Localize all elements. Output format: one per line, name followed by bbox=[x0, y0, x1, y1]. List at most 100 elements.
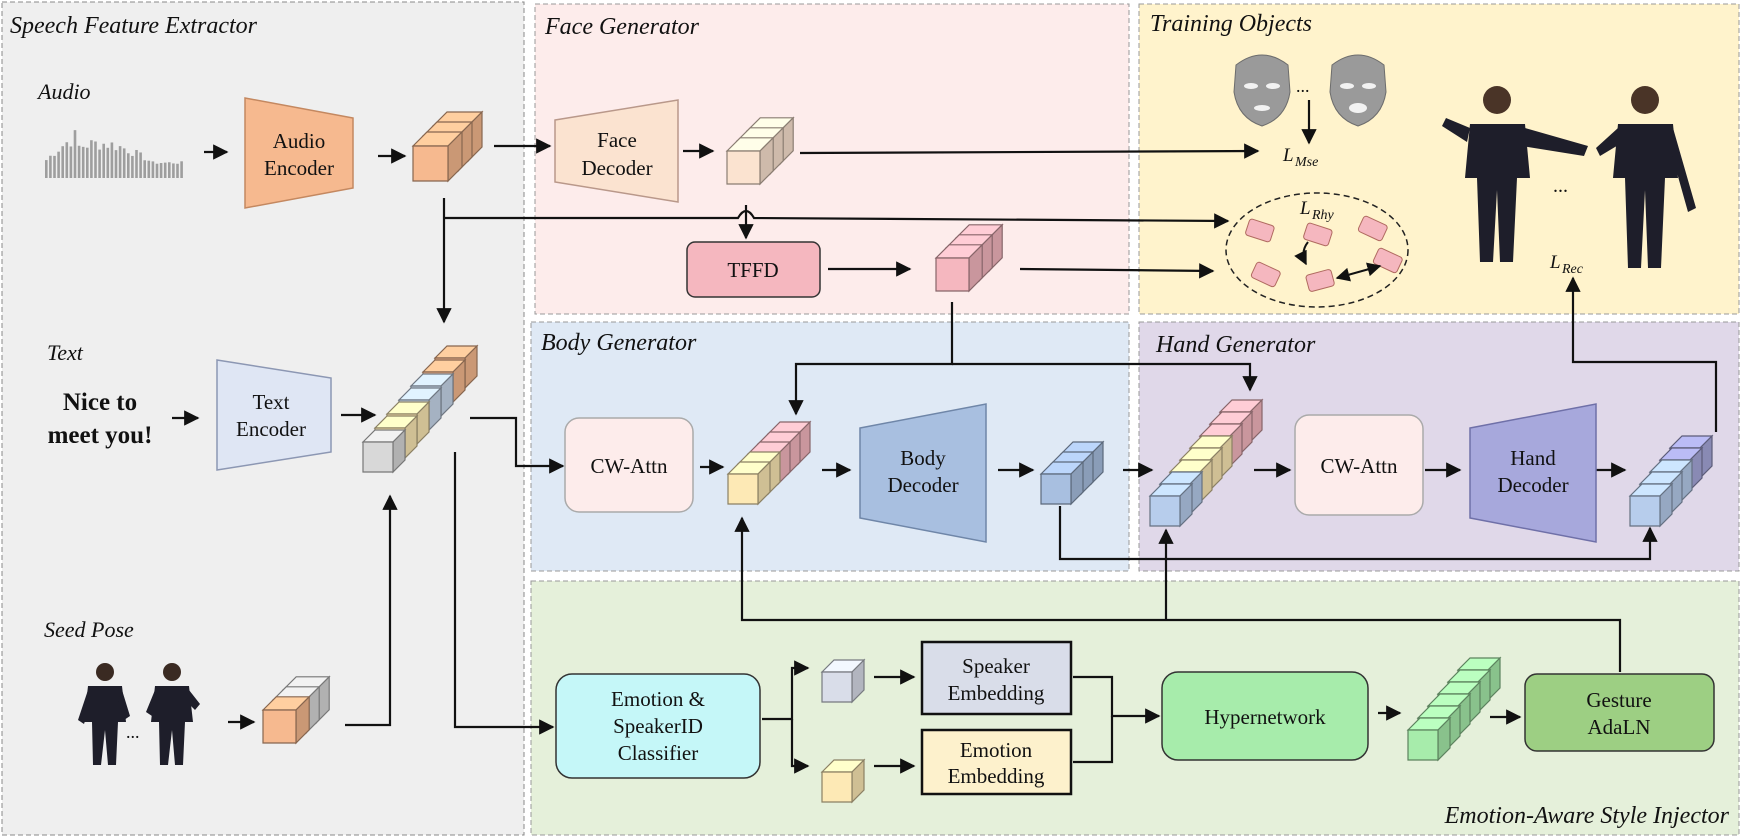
svg-text:Text: Text bbox=[252, 390, 289, 414]
body-output-stack-cube bbox=[1039, 460, 1085, 506]
style-parameter-stack bbox=[1406, 656, 1502, 762]
waveform-bar bbox=[102, 143, 105, 178]
gesture-figure-ellipsis: ... bbox=[1553, 175, 1568, 197]
hand-input-stack bbox=[1148, 398, 1264, 528]
waveform-bar bbox=[45, 160, 48, 178]
region-face-generator: Face Generator bbox=[534, 3, 1130, 315]
waveform-bar bbox=[110, 142, 114, 178]
region-title-style: Emotion-Aware Style Injector bbox=[1444, 803, 1730, 829]
audio-waveform-icon bbox=[45, 130, 183, 178]
speaker-id-cube-cube bbox=[820, 658, 866, 704]
svg-text:Emotion &: Emotion & bbox=[611, 687, 705, 711]
svg-text:SpeakerID: SpeakerID bbox=[613, 714, 703, 738]
svg-text:Hypernetwork: Hypernetwork bbox=[1204, 705, 1326, 729]
hand-output-stack-cube bbox=[1628, 482, 1674, 528]
waveform-bar bbox=[127, 153, 130, 178]
svg-text:Embedding: Embedding bbox=[948, 764, 1045, 788]
waveform-bar bbox=[81, 146, 85, 178]
waveform-bar bbox=[114, 150, 118, 178]
svg-text:L: L bbox=[1549, 252, 1561, 273]
waveform-bar bbox=[53, 155, 56, 178]
face-mesh-ellipsis: ... bbox=[1296, 76, 1310, 96]
svg-text:Encoder: Encoder bbox=[264, 156, 334, 180]
emotion-cube-cube bbox=[820, 758, 866, 804]
waveform-bar bbox=[155, 163, 159, 178]
text-sample-line1: Nice to bbox=[63, 389, 137, 416]
tffd-feature-stack-cube bbox=[934, 243, 984, 293]
tffd-feature-stack bbox=[934, 223, 1004, 293]
rhythm-cluster bbox=[1225, 192, 1409, 308]
region-title-training: Training Objects bbox=[1150, 11, 1312, 37]
body-input-stack bbox=[726, 420, 812, 506]
svg-text:Classifier: Classifier bbox=[618, 741, 698, 765]
audio-label: Audio bbox=[36, 79, 91, 104]
waveform-bar bbox=[73, 130, 77, 178]
waveform-bar bbox=[94, 141, 97, 178]
waveform-bar bbox=[135, 149, 138, 178]
style-parameter-stack-cube bbox=[1406, 716, 1452, 762]
loss-mse-label: L Mse bbox=[1282, 145, 1318, 170]
fused-speech-feature-stack bbox=[361, 344, 479, 474]
seed-pose-figure-icon-1 bbox=[78, 663, 130, 765]
waveform-bar bbox=[131, 155, 134, 178]
tffd-block: TFFD bbox=[686, 241, 821, 298]
feature-cube-stacks bbox=[261, 110, 1714, 804]
text-label: Text bbox=[47, 340, 84, 365]
cw-attn-hand: CW-Attn bbox=[1294, 414, 1424, 516]
svg-text:CW-Attn: CW-Attn bbox=[1321, 454, 1398, 478]
face-mesh-icon-1 bbox=[1233, 54, 1291, 127]
speaker-embedding: Speaker Embedding bbox=[920, 640, 1073, 716]
svg-text:L: L bbox=[1282, 145, 1294, 166]
region-title-body: Body Generator bbox=[541, 330, 697, 356]
seed-pose-ellipsis: ... bbox=[126, 722, 140, 742]
waveform-bar bbox=[69, 146, 73, 178]
waveform-bar bbox=[143, 160, 146, 178]
speaker-id-cube bbox=[820, 658, 866, 704]
emotion-cube bbox=[820, 758, 866, 804]
svg-text:Body: Body bbox=[900, 446, 946, 470]
waveform-bar bbox=[147, 160, 151, 178]
waveform-bar bbox=[172, 163, 175, 178]
waveform-bar bbox=[118, 146, 122, 178]
connector-arrows bbox=[172, 100, 1718, 774]
hand-output-stack bbox=[1628, 434, 1714, 528]
gesture-adaln: Gesture AdaLN bbox=[1524, 673, 1715, 752]
svg-text:Encoder: Encoder bbox=[236, 417, 306, 441]
waveform-bar bbox=[61, 146, 64, 178]
region-title-face: Face Generator bbox=[544, 14, 700, 40]
waveform-bar bbox=[180, 161, 183, 178]
waveform-bar bbox=[139, 152, 142, 178]
text-sample-line2: meet you! bbox=[48, 422, 153, 449]
waveform-bar bbox=[163, 162, 167, 178]
seed-pose-figure-icon-2 bbox=[146, 663, 200, 765]
body-decoder: Body Decoder bbox=[859, 403, 987, 543]
waveform-bar bbox=[168, 162, 171, 178]
svg-text:Speaker: Speaker bbox=[962, 654, 1030, 678]
cw-attn-body: CW-Attn bbox=[564, 417, 694, 513]
seed-pose-label: Seed Pose bbox=[44, 617, 134, 642]
audio-encoder: Audio Encoder bbox=[244, 97, 354, 209]
loss-rec-label: L Rec bbox=[1549, 252, 1584, 277]
svg-text:Audio: Audio bbox=[273, 129, 326, 153]
emotion-embedding: Emotion Embedding bbox=[920, 728, 1073, 796]
svg-text:Embedding: Embedding bbox=[948, 681, 1045, 705]
audio-feature-stack-cube bbox=[411, 130, 464, 183]
text-encoder: Text Encoder bbox=[216, 359, 332, 471]
svg-text:Face: Face bbox=[597, 128, 637, 152]
body-output-stack bbox=[1039, 440, 1105, 506]
emotion-speakerid-classifier: Emotion & SpeakerID Classifier bbox=[555, 673, 761, 779]
gesture-figure-icon-2 bbox=[1596, 86, 1696, 268]
loss-rhy-label: L Rhy bbox=[1299, 198, 1335, 223]
loss-rec-subscript: Rec bbox=[1561, 262, 1584, 277]
loss-mse-subscript: Mse bbox=[1294, 155, 1318, 170]
svg-text:CW-Attn: CW-Attn bbox=[591, 454, 668, 478]
face-mesh-icon-2 bbox=[1329, 54, 1387, 127]
gesture-figure-icon-1 bbox=[1442, 86, 1588, 262]
waveform-bar bbox=[65, 142, 69, 178]
loss-rhy-subscript: Rhy bbox=[1311, 208, 1335, 223]
audio-feature-stack bbox=[411, 110, 484, 183]
svg-text:Emotion: Emotion bbox=[960, 738, 1033, 762]
waveform-bar bbox=[106, 147, 110, 178]
waveform-bar bbox=[77, 145, 81, 178]
region-title-hand: Hand Generator bbox=[1155, 332, 1316, 358]
